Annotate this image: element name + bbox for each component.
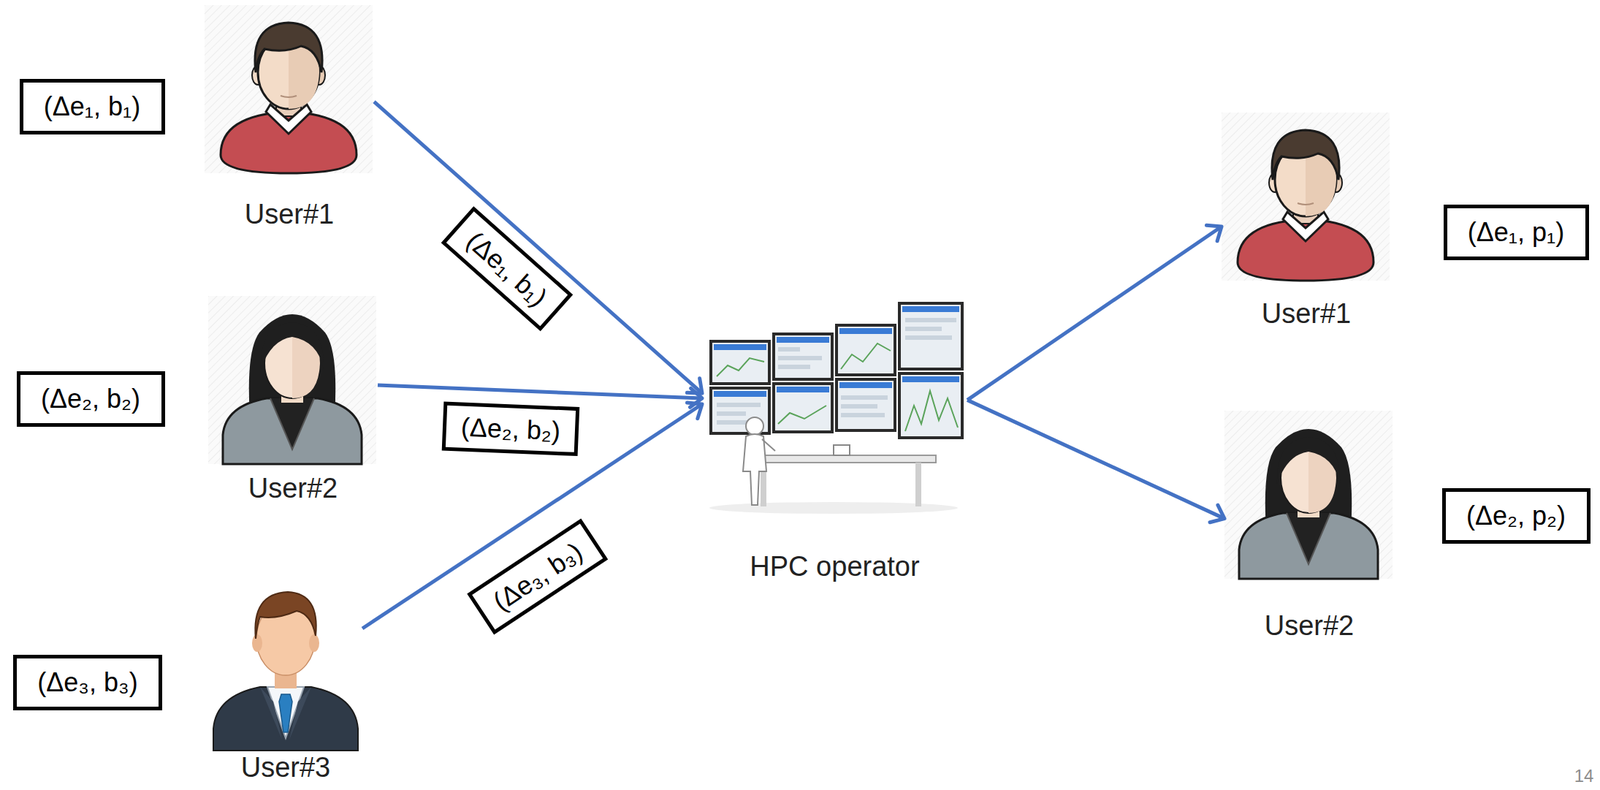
user-icon xyxy=(208,571,363,751)
node-label: User#2 xyxy=(1224,610,1394,641)
user-icon xyxy=(1224,410,1393,579)
edge-label-box: (Δe₁, b₁) xyxy=(441,206,574,332)
arrow-connector xyxy=(362,404,703,629)
user-node: User#2 xyxy=(208,290,378,504)
edge-label: (Δe₃, b₃) xyxy=(487,536,588,617)
user-node: User#1 xyxy=(204,5,375,230)
message-box: (Δe₁, b₁) xyxy=(19,78,166,135)
node-label: User#1 xyxy=(1221,298,1392,329)
node-label: (Δe₃, b₃) xyxy=(37,667,138,697)
arrow-connector xyxy=(374,101,703,394)
user-icon xyxy=(204,5,373,174)
node-label: User#3 xyxy=(208,751,363,783)
user-node: User#1 xyxy=(1221,112,1392,329)
arrow-connector xyxy=(377,385,703,399)
node-label: (Δe₂, b₂) xyxy=(40,383,141,414)
arrow-connector xyxy=(967,226,1222,400)
user-node: User#3 xyxy=(208,571,363,783)
node-label: HPC operator xyxy=(702,550,968,582)
edge-label-box: (Δe₂, b₂) xyxy=(442,401,581,457)
node-label: (Δe₂, p₂) xyxy=(1466,500,1566,531)
user-node: User#2 xyxy=(1224,403,1394,641)
node-label: User#2 xyxy=(208,472,378,504)
hpc-operator-node: HPC operator xyxy=(702,288,968,582)
page-number: 14 xyxy=(1574,765,1595,787)
edge-label: (Δe₁, b₁) xyxy=(461,225,554,313)
user-icon xyxy=(208,295,377,464)
message-box: (Δe₃, b₃) xyxy=(13,654,163,711)
message-box: (Δe₂, p₂) xyxy=(1442,488,1591,544)
user-icon xyxy=(1221,112,1390,281)
message-box: (Δe₁, p₁) xyxy=(1443,204,1590,261)
hpc-operator-picture xyxy=(709,303,963,514)
message-box: (Δe₂, b₂) xyxy=(16,371,166,427)
edge-label-box: (Δe₃, b₃) xyxy=(466,517,609,635)
node-label: (Δe₁, b₁) xyxy=(43,91,141,122)
edge-label: (Δe₂, b₂) xyxy=(460,412,562,447)
node-label: User#1 xyxy=(204,198,375,230)
arrow-connector xyxy=(967,399,1225,518)
node-label: (Δe₁, p₁) xyxy=(1467,216,1565,247)
